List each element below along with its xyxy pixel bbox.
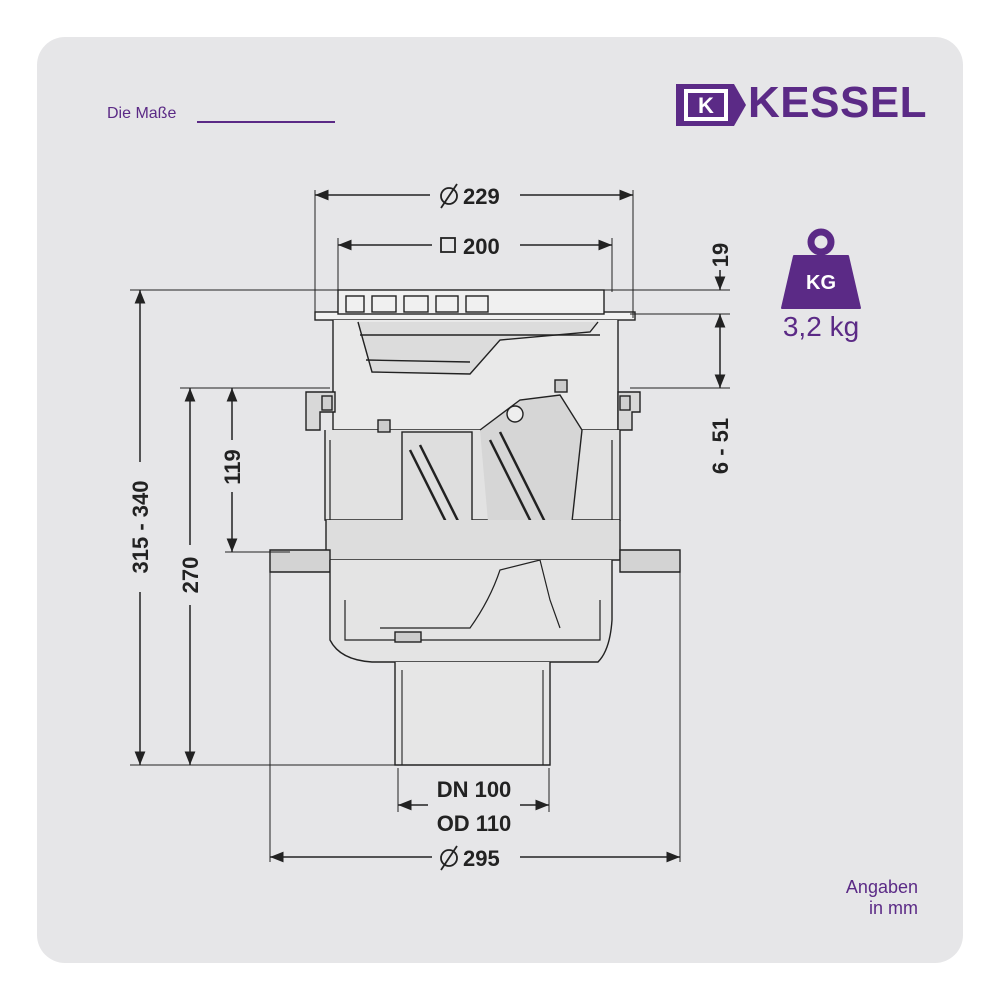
diameter-symbol-icon: [440, 183, 458, 209]
logo-mark-letter: K: [698, 93, 714, 118]
dimension-lines: [134, 189, 726, 863]
kettlebell-weight-icon: KG: [781, 228, 861, 309]
dim-label-270: 270: [178, 557, 203, 594]
section-title-underline: [197, 121, 335, 123]
units-note: Angaben in mm: [846, 877, 918, 919]
diameter-symbol-icon: [440, 845, 458, 871]
drain-body-outline: [269, 289, 681, 766]
kessel-logo: K: [676, 84, 746, 126]
dim-label-119: 119: [220, 449, 245, 485]
grate-slots: [345, 295, 489, 313]
dimension-symbols: [440, 183, 458, 871]
units-note-line1: Angaben: [845, 877, 918, 897]
section-title: Die Maße: [107, 105, 177, 122]
weight-icon-label: KG: [806, 272, 836, 294]
brand-name: KESSEL: [748, 78, 928, 127]
dim-label-dn: DN 100: [437, 777, 512, 802]
weight-value: 3,2 kg: [782, 311, 860, 342]
square-symbol-icon: [440, 237, 456, 253]
dim-label-200: 200: [463, 234, 500, 259]
units-note-line2: in mm: [869, 898, 918, 918]
dim-label-295: 295: [463, 846, 500, 871]
dim-label-229: 229: [463, 184, 500, 209]
dim-label-19: 19: [708, 243, 733, 267]
dim-label-6-51: 6 - 51: [708, 418, 733, 474]
dim-label-315-340: 315 - 340: [128, 481, 153, 574]
dim-label-od: OD 110: [437, 811, 512, 836]
